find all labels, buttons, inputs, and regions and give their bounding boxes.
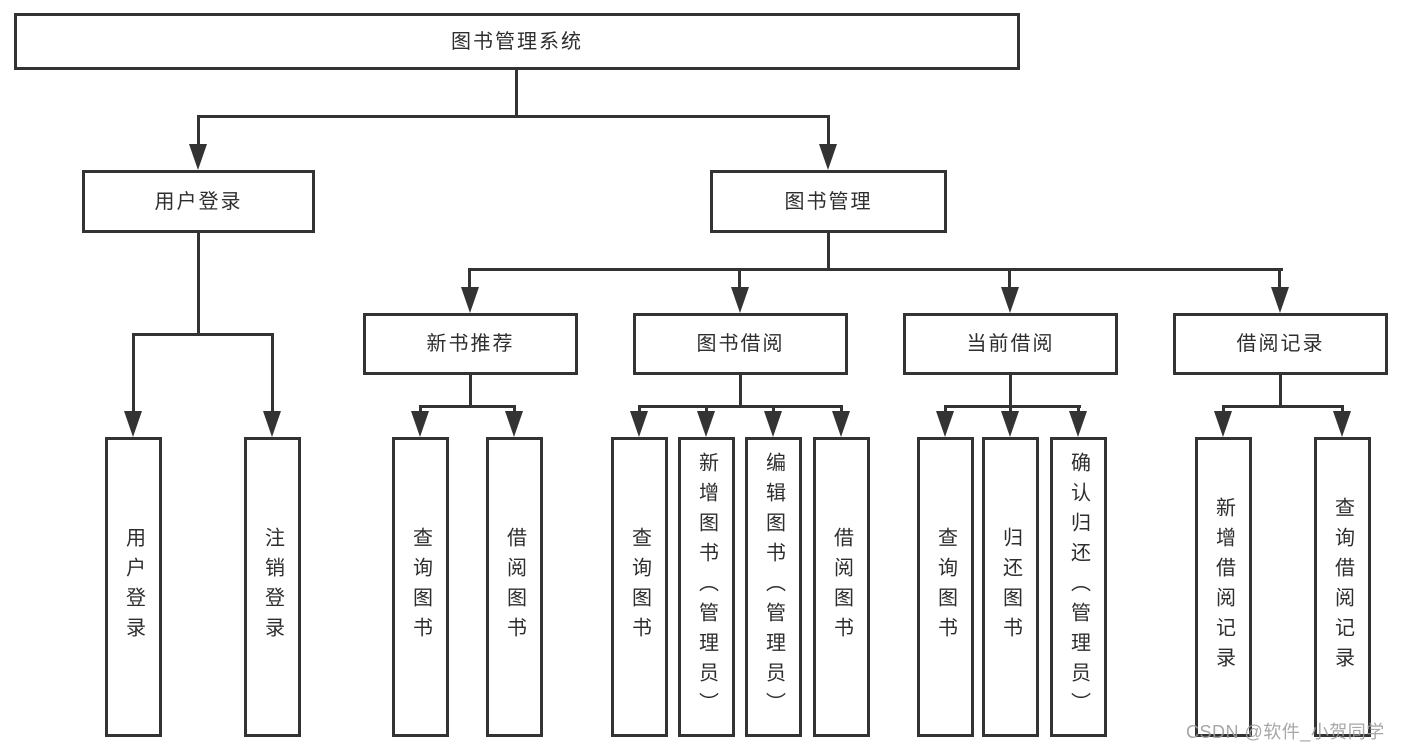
arrow-down-icon (1001, 287, 1019, 313)
arrow-down-icon (630, 411, 648, 437)
leaf-label: 编辑图书（管理员） (762, 452, 785, 722)
node-new-book-recommend: 新书推荐 (363, 313, 578, 375)
arrow-down-icon (411, 411, 429, 437)
connector-line (469, 375, 472, 407)
leaf-label: 查询图书 (628, 527, 651, 647)
leaf-borrow-books: 借阅图书 (813, 437, 870, 737)
node-borrowing-records: 借阅记录 (1173, 313, 1388, 375)
leaf-return-books: 归还图书 (982, 437, 1039, 737)
connector-line (1278, 268, 1281, 292)
node-borrowing-records-label: 借阅记录 (1236, 333, 1325, 355)
arrow-down-icon (1001, 411, 1019, 437)
leaf-edit-books-admin: 编辑图书（管理员） (745, 437, 802, 737)
arrow-down-icon (731, 287, 749, 313)
leaf-add-books-admin: 新增图书（管理员） (678, 437, 735, 737)
node-book-management: 图书管理 (710, 170, 947, 233)
node-current-borrowing-label: 当前借阅 (966, 333, 1055, 355)
arrow-down-icon (263, 411, 281, 437)
leaf-label: 新增借阅记录 (1212, 497, 1235, 677)
leaf-logout: 注销登录 (244, 437, 301, 737)
connector-line (419, 405, 516, 408)
leaf-label: 查询图书 (934, 527, 957, 647)
leaf-confirm-return-admin: 确认归还（管理员） (1050, 437, 1107, 737)
connector-line (1279, 375, 1282, 407)
connector-line (197, 115, 830, 118)
connector-line (1008, 268, 1011, 292)
connector-line (1222, 405, 1344, 408)
arrow-down-icon (1333, 411, 1351, 437)
leaf-label: 查询图书 (409, 527, 432, 647)
arrow-down-icon (1069, 411, 1087, 437)
node-book-borrowing-label: 图书借阅 (696, 333, 785, 355)
connector-line (827, 115, 830, 147)
leaf-label: 注销登录 (261, 527, 284, 647)
leaf-label: 新增图书（管理员） (695, 452, 718, 722)
arrow-down-icon (124, 411, 142, 437)
leaf-query-borrow-record: 查询借阅记录 (1314, 437, 1371, 737)
leaf-add-borrow-record: 新增借阅记录 (1195, 437, 1252, 737)
connector-line (738, 268, 741, 292)
leaf-label: 用户登录 (122, 527, 145, 647)
leaf-label: 确认归还（管理员） (1067, 452, 1090, 722)
connector-line (638, 405, 843, 408)
connector-line (468, 268, 471, 292)
leaf-user-login: 用户登录 (105, 437, 162, 737)
connector-line (197, 115, 200, 147)
csdn-watermark: CSDN @软件_小贺同学 (1186, 722, 1385, 742)
connector-line (944, 405, 1081, 408)
arrow-down-icon (764, 411, 782, 437)
connector-line (271, 335, 274, 413)
leaf-query-books-borrow: 查询图书 (611, 437, 668, 737)
node-root-label: 图书管理系统 (451, 30, 583, 53)
leaf-label: 归还图书 (999, 527, 1022, 647)
connector-line (469, 268, 1283, 271)
leaf-label: 查询借阅记录 (1331, 497, 1354, 677)
arrow-down-icon (1271, 287, 1289, 313)
connector-line (132, 333, 274, 336)
node-current-borrowing: 当前借阅 (903, 313, 1118, 375)
arrow-down-icon (505, 411, 523, 437)
leaf-borrow-books-recommend: 借阅图书 (486, 437, 543, 737)
node-book-borrowing: 图书借阅 (633, 313, 848, 375)
node-root: 图书管理系统 (14, 13, 1020, 70)
connector-line (197, 233, 200, 335)
leaf-query-books-recommend: 查询图书 (392, 437, 449, 737)
connector-line (739, 375, 742, 407)
node-user-login: 用户登录 (82, 170, 315, 233)
arrow-down-icon (189, 144, 207, 170)
leaf-label: 借阅图书 (830, 527, 853, 647)
connector-line (1009, 375, 1012, 407)
leaf-query-books-current: 查询图书 (917, 437, 974, 737)
connector-line (132, 335, 135, 413)
arrow-down-icon (819, 144, 837, 170)
arrow-down-icon (697, 411, 715, 437)
node-user-login-label: 用户登录 (154, 190, 243, 213)
arrow-down-icon (936, 411, 954, 437)
node-book-management-label: 图书管理 (784, 190, 873, 213)
connector-line (515, 70, 518, 117)
node-new-book-recommend-label: 新书推荐 (426, 333, 515, 355)
arrow-down-icon (832, 411, 850, 437)
leaf-label: 借阅图书 (503, 527, 526, 647)
arrow-down-icon (461, 287, 479, 313)
connector-line (827, 233, 830, 270)
arrow-down-icon (1214, 411, 1232, 437)
